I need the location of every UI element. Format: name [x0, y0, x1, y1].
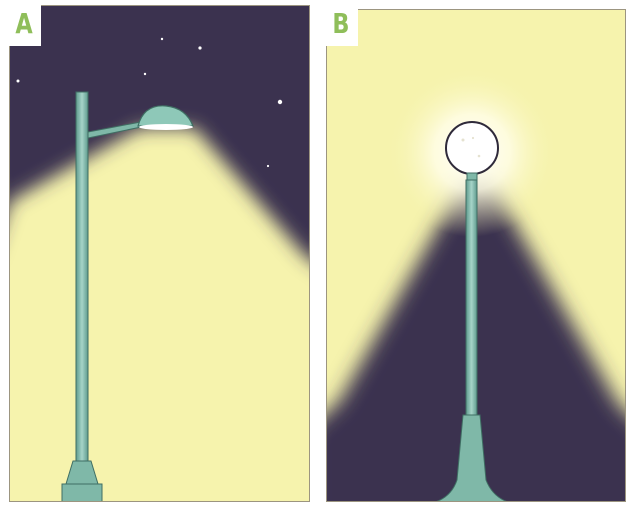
globe-collar	[467, 173, 477, 180]
panel-a-illustration	[10, 6, 310, 502]
panel-b	[326, 9, 626, 502]
panel-a-label: A	[9, 2, 41, 46]
star	[161, 38, 163, 40]
panel-b-illustration	[327, 10, 626, 502]
star	[267, 165, 269, 167]
lamp-bulb	[139, 124, 193, 130]
star	[17, 80, 20, 83]
pole-foot	[62, 484, 102, 502]
globe-lamp	[446, 122, 498, 174]
lamp-pole	[466, 180, 477, 420]
star	[144, 73, 146, 75]
star	[278, 100, 282, 104]
panel-b-label: B	[326, 2, 358, 46]
panel-a	[9, 5, 310, 502]
star	[198, 46, 201, 49]
lamp-pole	[76, 92, 88, 475]
